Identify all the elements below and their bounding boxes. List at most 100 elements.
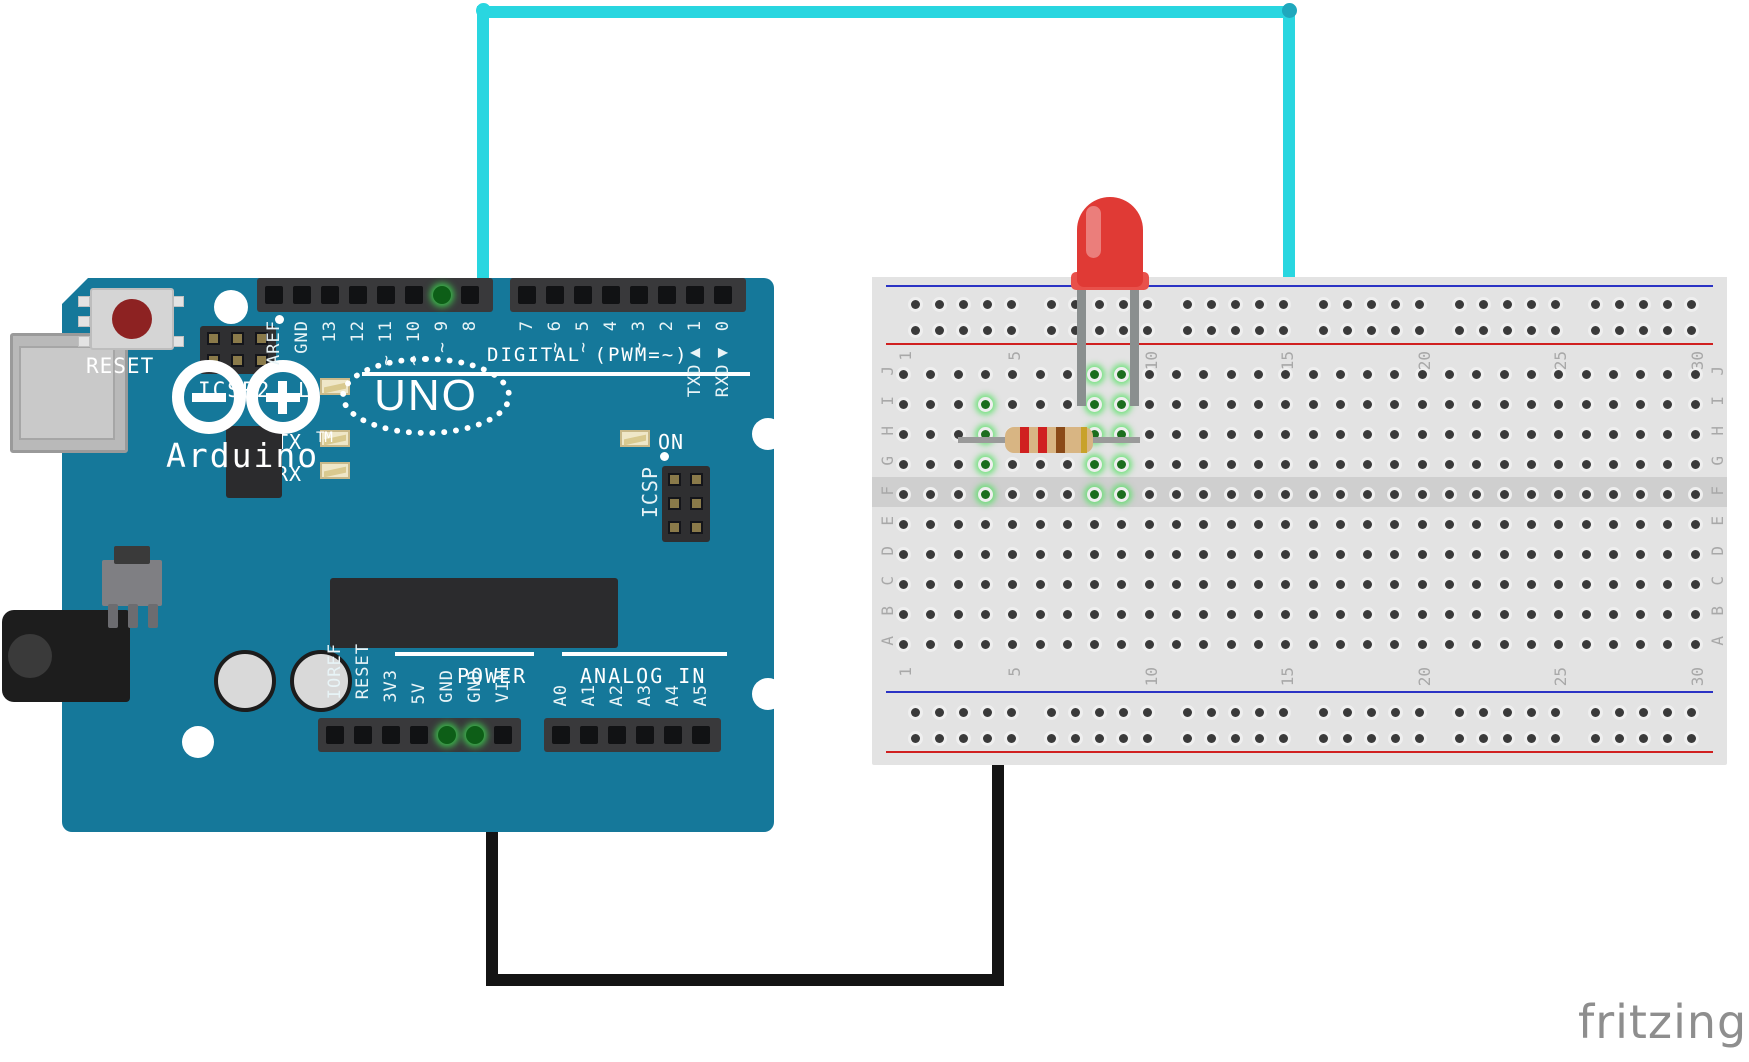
top-rail-hole[interactable]: [1364, 323, 1379, 338]
breadboard-hole-I26[interactable]: [1578, 397, 1594, 412]
bottom-rail-hole[interactable]: [1412, 731, 1427, 746]
breadboard-hole-C28[interactable]: [1633, 577, 1649, 592]
breadboard-hole-E25[interactable]: [1551, 517, 1567, 532]
breadboard-hole-D20[interactable]: [1414, 547, 1430, 562]
digital-pin-6-socket[interactable]: [546, 286, 564, 304]
breadboard-hole-A14[interactable]: [1250, 637, 1266, 652]
bottom-rail-hole[interactable]: [1388, 731, 1403, 746]
digital-pin-11-socket[interactable]: [377, 286, 395, 304]
breadboard-hole-G1[interactable]: [896, 457, 911, 472]
digital-pin-7-socket[interactable]: [518, 286, 536, 304]
bottom-rail-hole[interactable]: [956, 731, 971, 746]
analog-pin-A0-socket[interactable]: [552, 726, 570, 744]
breadboard-hole-H22[interactable]: [1469, 427, 1485, 442]
breadboard-hole-I4[interactable]: [977, 397, 993, 412]
breadboard-hole-D8[interactable]: [1087, 547, 1103, 562]
power-pin-VIN-6-socket[interactable]: [494, 726, 512, 744]
digital-pin-3-socket[interactable]: [630, 286, 648, 304]
power-pin-GND-5-socket[interactable]: [466, 726, 484, 744]
breadboard-hole-C5[interactable]: [1005, 577, 1021, 592]
breadboard-hole-E20[interactable]: [1414, 517, 1430, 532]
breadboard-hole-B1[interactable]: [896, 607, 911, 622]
breadboard-hole-A15[interactable]: [1278, 637, 1294, 652]
breadboard-hole-A8[interactable]: [1087, 637, 1103, 652]
top-rail-hole[interactable]: [1228, 323, 1243, 338]
top-rail-hole[interactable]: [956, 323, 971, 338]
breadboard-hole-E14[interactable]: [1250, 517, 1266, 532]
breadboard-hole-I29[interactable]: [1660, 397, 1676, 412]
bottom-rail-hole[interactable]: [1316, 705, 1331, 720]
breadboard-hole-B16[interactable]: [1305, 607, 1321, 622]
breadboard-hole-F6[interactable]: [1032, 487, 1048, 502]
breadboard-hole-J21[interactable]: [1442, 367, 1457, 382]
breadboard-hole-A26[interactable]: [1578, 637, 1594, 652]
top-rail-hole[interactable]: [1228, 297, 1243, 312]
digital-header-left[interactable]: [257, 278, 493, 312]
breadboard-hole-F18[interactable]: [1360, 487, 1376, 502]
breadboard-hole-G2[interactable]: [923, 457, 939, 472]
breadboard-hole-I7[interactable]: [1059, 397, 1075, 412]
breadboard-hole-A20[interactable]: [1414, 637, 1430, 652]
breadboard-hole-B17[interactable]: [1332, 607, 1348, 622]
breadboard-hole-G5[interactable]: [1005, 457, 1021, 472]
breadboard-hole-B15[interactable]: [1278, 607, 1294, 622]
digital-pin-GND-socket[interactable]: [293, 286, 311, 304]
breadboard-hole-C23[interactable]: [1496, 577, 1512, 592]
breadboard-hole-A18[interactable]: [1360, 637, 1376, 652]
breadboard-hole-A1[interactable]: [896, 637, 911, 652]
bottom-rail-hole[interactable]: [1180, 705, 1195, 720]
breadboard-hole-B25[interactable]: [1551, 607, 1567, 622]
breadboard-hole-F22[interactable]: [1469, 487, 1485, 502]
bottom-rail-hole[interactable]: [1228, 705, 1243, 720]
breadboard-hole-E11[interactable]: [1169, 517, 1184, 532]
breadboard-hole-F24[interactable]: [1523, 487, 1539, 502]
breadboard-hole-I6[interactable]: [1032, 397, 1048, 412]
bottom-rail-hole[interactable]: [1684, 731, 1699, 746]
breadboard-hole-A19[interactable]: [1387, 637, 1403, 652]
breadboard-hole-A2[interactable]: [923, 637, 939, 652]
breadboard-hole-A30[interactable]: [1687, 637, 1703, 652]
breadboard-hole-A29[interactable]: [1660, 637, 1676, 652]
breadboard-hole-C8[interactable]: [1087, 577, 1103, 592]
breadboard-hole-D4[interactable]: [977, 547, 993, 562]
bottom-rail-hole[interactable]: [1204, 731, 1219, 746]
breadboard-hole-F25[interactable]: [1551, 487, 1567, 502]
bottom-rail-hole[interactable]: [1388, 705, 1403, 720]
top-rail-hole[interactable]: [1116, 323, 1131, 338]
breadboard-hole-F30[interactable]: [1687, 487, 1703, 502]
analog-pin-A5-socket[interactable]: [692, 726, 710, 744]
breadboard-hole-C19[interactable]: [1387, 577, 1403, 592]
top-rail-hole[interactable]: [1500, 297, 1515, 312]
top-rail-hole[interactable]: [1316, 297, 1331, 312]
top-rail-hole[interactable]: [1636, 297, 1651, 312]
breadboard-hole-A6[interactable]: [1032, 637, 1048, 652]
breadboard-hole-A7[interactable]: [1059, 637, 1075, 652]
breadboard-hole-H11[interactable]: [1169, 427, 1184, 442]
bottom-rail-hole[interactable]: [1116, 731, 1131, 746]
bottom-rail-hole[interactable]: [1068, 705, 1083, 720]
breadboard-hole-J5[interactable]: [1005, 367, 1021, 382]
breadboard-hole-F13[interactable]: [1223, 487, 1239, 502]
top-rail-hole[interactable]: [1412, 323, 1427, 338]
breadboard-hole-E17[interactable]: [1332, 517, 1348, 532]
breadboard-hole-H14[interactable]: [1250, 427, 1266, 442]
breadboard-hole-J10[interactable]: [1141, 367, 1157, 382]
breadboard-hole-J28[interactable]: [1633, 367, 1649, 382]
analog-pin-A4-socket[interactable]: [664, 726, 682, 744]
breadboard-hole-G8[interactable]: [1087, 457, 1103, 472]
breadboard-hole-E4[interactable]: [977, 517, 993, 532]
breadboard-hole-F17[interactable]: [1332, 487, 1348, 502]
breadboard-hole-C14[interactable]: [1250, 577, 1266, 592]
bottom-rail-hole[interactable]: [1252, 705, 1267, 720]
breadboard-hole-E8[interactable]: [1087, 517, 1103, 532]
bottom-rail-hole[interactable]: [1092, 705, 1107, 720]
breadboard-hole-J15[interactable]: [1278, 367, 1294, 382]
breadboard-hole-G12[interactable]: [1196, 457, 1212, 472]
breadboard-hole-G30[interactable]: [1687, 457, 1703, 472]
bottom-rail-hole[interactable]: [1364, 731, 1379, 746]
breadboard-hole-B23[interactable]: [1496, 607, 1512, 622]
breadboard-hole-D29[interactable]: [1660, 547, 1676, 562]
digital-pin-AREF-socket[interactable]: [265, 286, 283, 304]
breadboard-hole-H26[interactable]: [1578, 427, 1594, 442]
